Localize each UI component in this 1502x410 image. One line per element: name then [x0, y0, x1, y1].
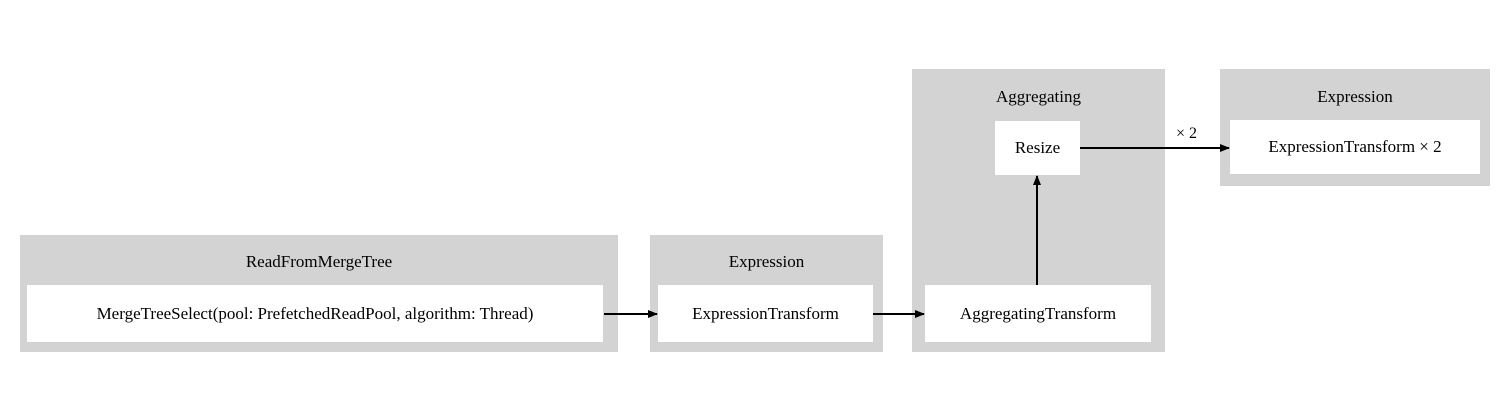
node-merge-tree-select[interactable]: MergeTreeSelect(pool: PrefetchedReadPool… [27, 285, 603, 342]
node-resize[interactable]: Resize [995, 121, 1080, 175]
node-label-expression-transform-x2: ExpressionTransform × 2 [1268, 137, 1442, 156]
node-aggregating-transform[interactable]: AggregatingTransform [925, 285, 1151, 342]
node-expression-transform-x2[interactable]: ExpressionTransform × 2 [1230, 120, 1480, 174]
cluster-title-aggregating: Aggregating [996, 87, 1081, 106]
node-label-aggregating-transform: AggregatingTransform [959, 303, 1117, 323]
cluster-title-expression-1: Expression [728, 252, 805, 271]
cluster-title-read-from-merge-tree: ReadFromMergeTree [245, 252, 393, 271]
node-label-expression-transform: ExpressionTransform [692, 303, 839, 323]
node-expression-transform[interactable]: ExpressionTransform [658, 285, 873, 342]
node-label-merge-tree-select: MergeTreeSelect(pool: PrefetchedReadPool… [96, 303, 534, 323]
edge-label-resize-to-expression2: × 2 [1176, 125, 1198, 142]
cluster-title-expression-2: Expression [1317, 87, 1393, 106]
node-label-resize: Resize [1014, 138, 1061, 157]
